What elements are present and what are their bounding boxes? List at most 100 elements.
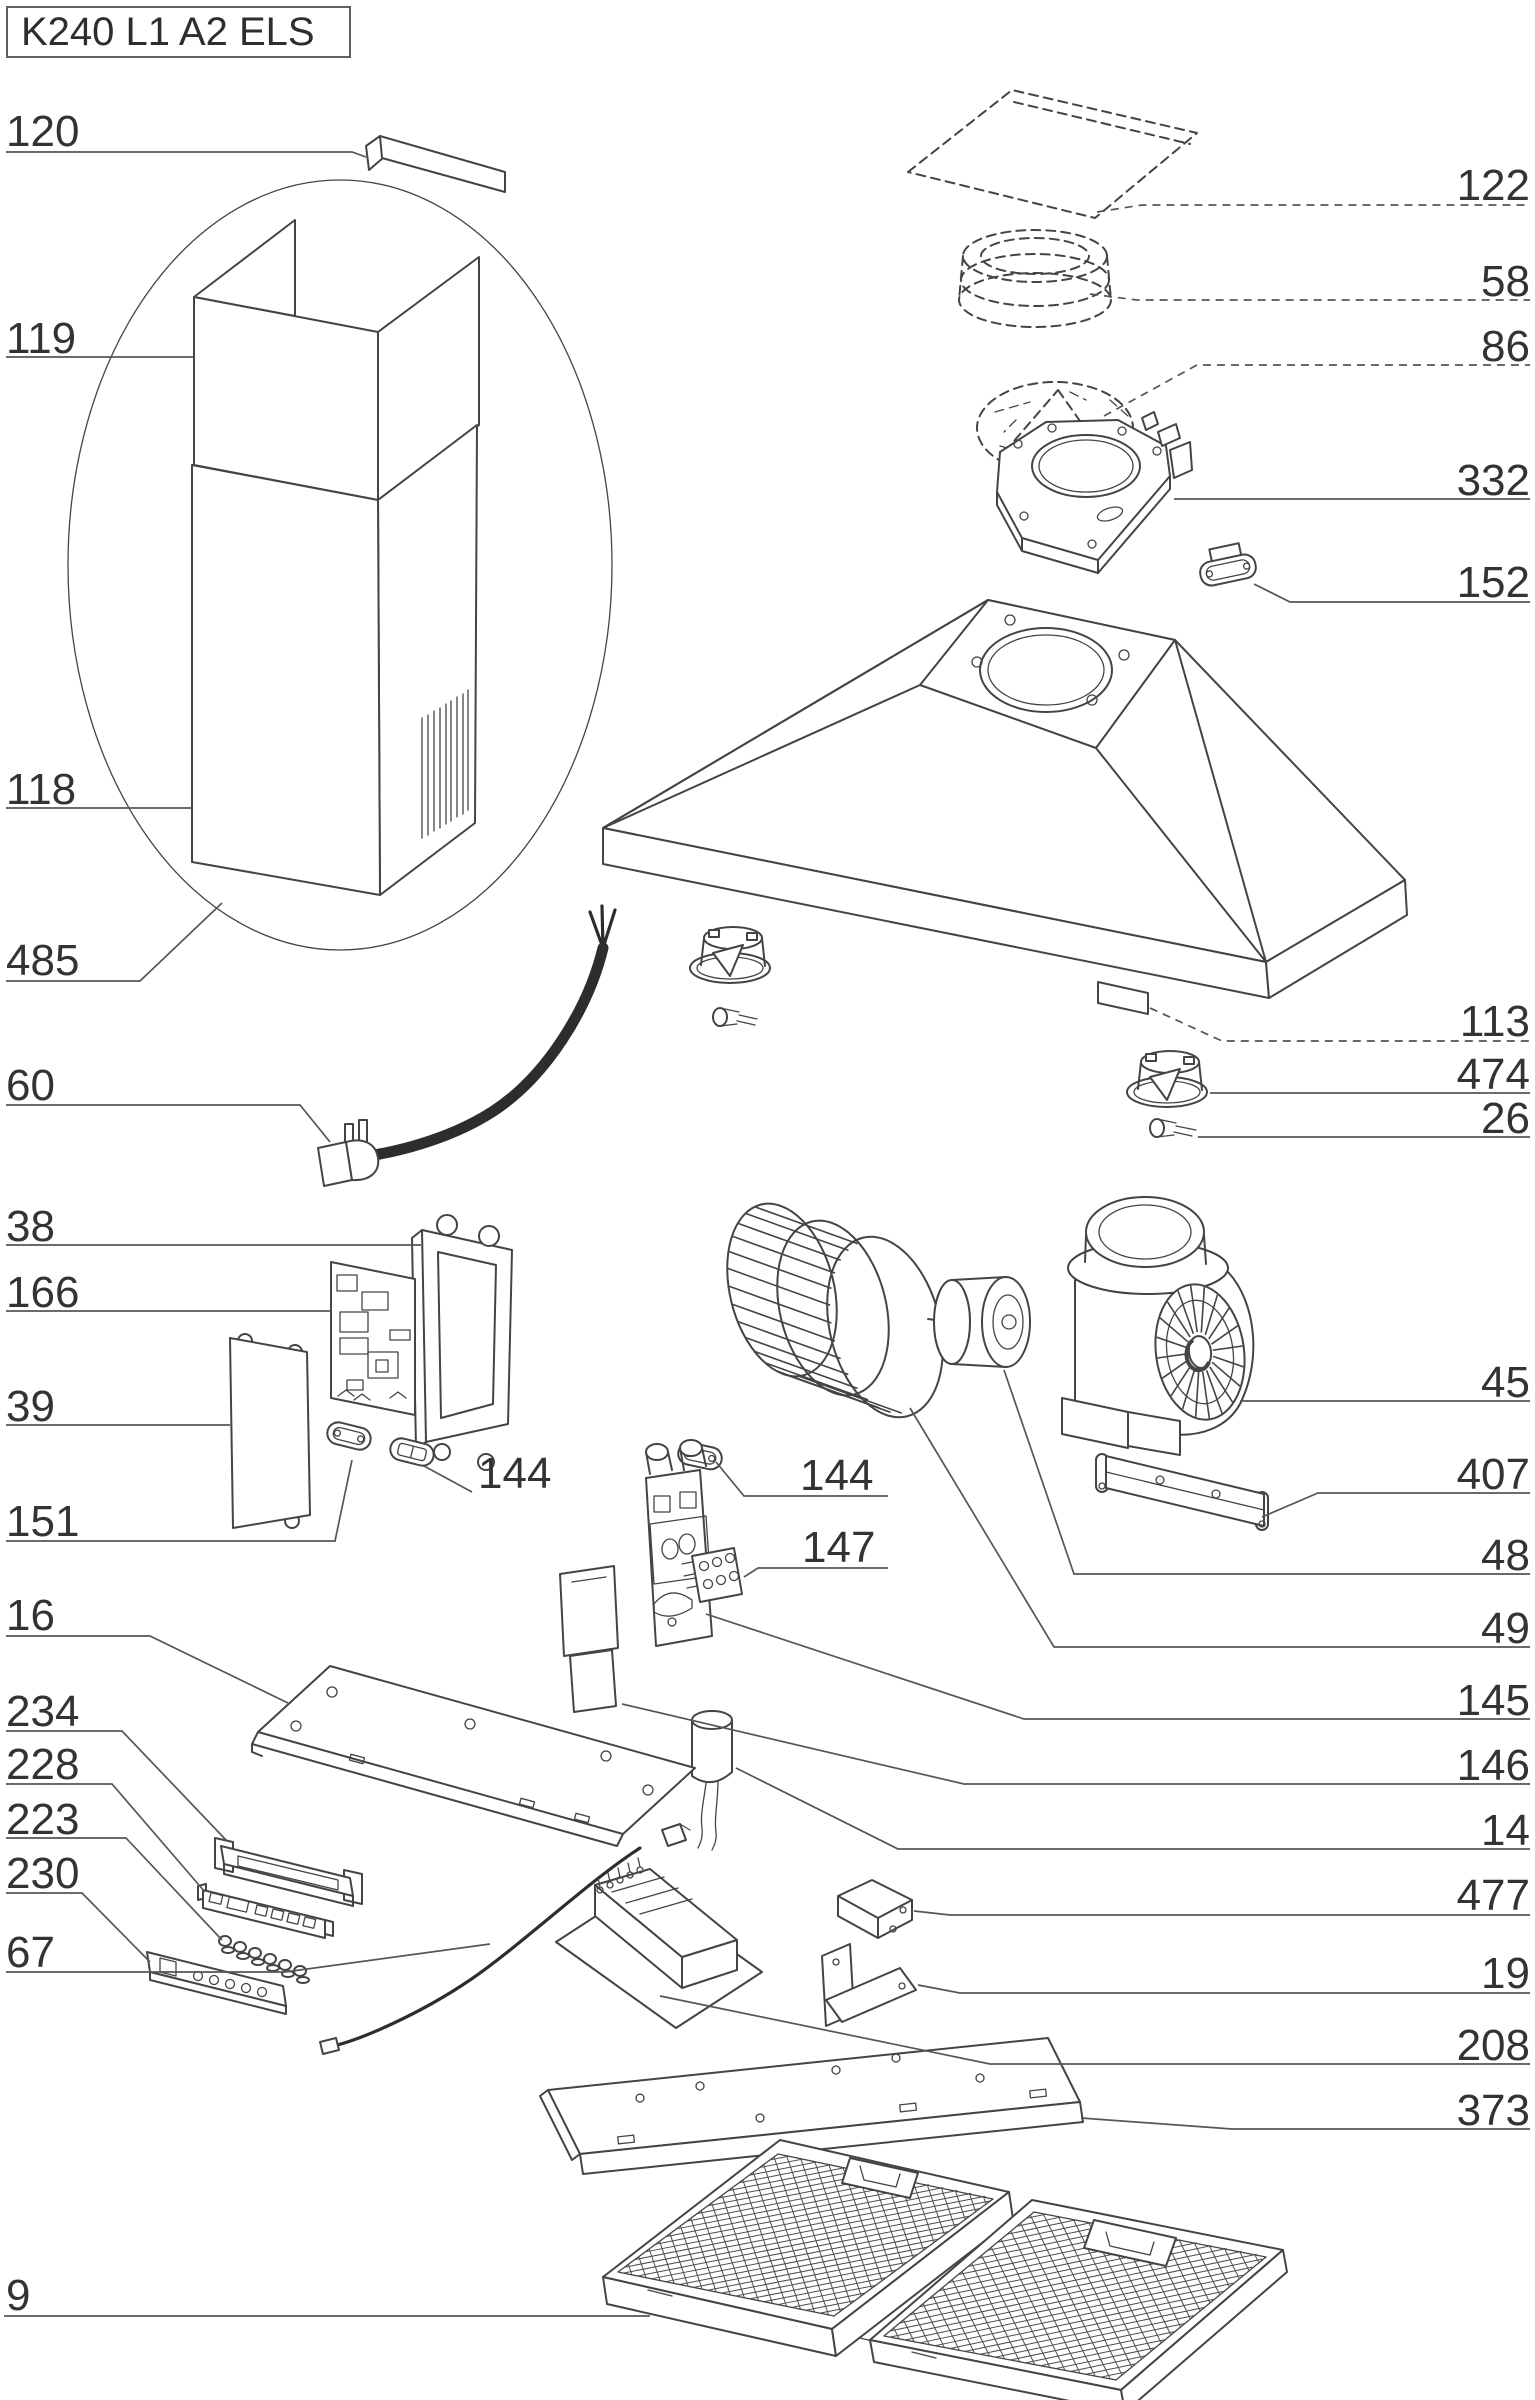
part-228-switch-strip-drawing [197, 1883, 334, 1939]
part-48-motor-drawing [927, 1276, 1031, 1368]
part-label-122: 122 [1457, 161, 1530, 210]
part-label-474: 474 [1457, 1050, 1530, 1099]
leader-line-67 [6, 1943, 491, 1973]
part-474-lamp-drawing [1126, 1050, 1208, 1108]
leader-line-60 [6, 1104, 331, 1143]
part-223-buttons-drawing [218, 1935, 310, 1984]
part-label-147: 147 [802, 1523, 875, 1572]
part-373-bottom-panel-drawing [539, 2037, 1084, 2175]
part-label-407: 407 [1457, 1450, 1530, 1499]
part-119-chimney-upper-drawing [193, 219, 480, 501]
leader-line-58 [1089, 293, 1530, 301]
part-118-chimney-lower-drawing [191, 424, 478, 896]
leader-line-230 [6, 1892, 151, 1963]
part-113-plate-drawing [1097, 981, 1149, 1015]
fan-spokes [1156, 1285, 1244, 1419]
part-label-145: 145 [1457, 1676, 1530, 1725]
leader-line-19 [917, 1984, 1530, 1994]
leader-line-49 [909, 1407, 1530, 1648]
grease-filter-2 [870, 2200, 1287, 2400]
part-16-support-plate-drawing [251, 1665, 696, 1847]
part-label-49: 49 [1481, 1604, 1530, 1653]
part-label-230: 230 [6, 1849, 79, 1898]
part-label-166: 166 [6, 1268, 79, 1317]
part-label-67: 67 [6, 1928, 55, 1977]
part-122-plate-drawing [907, 89, 1198, 219]
leader-line-151 [6, 1459, 353, 1542]
part-label-26: 26 [1481, 1094, 1530, 1143]
part-49-blower-wheel-drawing [726, 1202, 944, 1419]
leader-line-152 [1253, 583, 1530, 603]
leader-line-407 [1261, 1492, 1530, 1518]
part-label-14: 14 [1481, 1806, 1530, 1855]
part-label-373: 373 [1457, 2086, 1530, 2135]
part-477-cover-drawing [837, 1879, 913, 1939]
part-146-switch-support-drawing [559, 1565, 619, 1713]
part-151-spacer-drawing [326, 1421, 372, 1451]
leader-line-144b [715, 1461, 888, 1497]
leader-line-48 [1003, 1369, 1530, 1575]
part-144-spacer-a-drawing [389, 1437, 435, 1467]
part-label-151: 151 [6, 1497, 79, 1546]
part-label-223: 223 [6, 1795, 79, 1844]
part-label-234: 234 [6, 1687, 79, 1736]
part-label-120: 120 [6, 107, 79, 156]
part-407-mounting-bar-drawing [1095, 1453, 1269, 1531]
part-label-38: 38 [6, 1202, 55, 1251]
part-208-ballast-drawing [555, 1857, 763, 2029]
leader-line-223 [6, 1837, 223, 1941]
leader-line-14 [735, 1767, 1530, 1850]
part-label-228: 228 [6, 1740, 79, 1789]
part-label-477: 477 [1457, 1871, 1530, 1920]
detail-balloon [67, 179, 613, 951]
labels-layer: 1201191184856038166391511623422822323067… [4, 107, 1530, 2320]
part-label-152: 152 [1457, 558, 1530, 607]
part-label-144b: 144 [800, 1451, 873, 1500]
leader-line-477 [913, 1910, 1530, 1916]
part-332-ring-plate-drawing [996, 411, 1193, 574]
part-45-motor-housing-drawing [1061, 1196, 1255, 1456]
vent-slots [421, 689, 469, 839]
part-label-19: 19 [1481, 1949, 1530, 1998]
part-label-144a: 144 [478, 1449, 551, 1498]
part-26-bulb-drawing [1149, 1118, 1197, 1138]
leader-line-16 [6, 1635, 289, 1704]
part-67-control-cable-drawing [319, 1823, 691, 2055]
part-label-208: 208 [1457, 2021, 1530, 2070]
part-hood-body-drawing [602, 599, 1408, 1015]
leader-line-144a [423, 1465, 473, 1493]
part-label-118: 118 [6, 765, 76, 814]
part-152-bracket-drawing [1199, 542, 1257, 587]
part-166-pcb-drawing [330, 1261, 416, 1416]
leader-line-234 [6, 1730, 227, 1841]
part-9-grease-filters-drawing [603, 2140, 1287, 2400]
part-label-39: 39 [6, 1382, 55, 1431]
part-label-45: 45 [1481, 1358, 1530, 1407]
part-230-front-panel-drawing [146, 1951, 287, 2015]
part-38-box-drawing [411, 1214, 513, 1471]
plug-drawing [317, 1119, 380, 1187]
leader-line-146 [621, 1703, 1530, 1785]
leader-line-120 [6, 151, 367, 158]
lamp-assembly-left-drawing [689, 926, 771, 1027]
leader-line-147 [743, 1567, 888, 1578]
bulb-left-drawing [712, 1007, 758, 1027]
leader-line-145 [705, 1613, 1530, 1720]
part-label-48: 48 [1481, 1531, 1530, 1580]
part-label-485: 485 [6, 936, 79, 985]
leader-line-208 [659, 1995, 1530, 2065]
part-234-switch-frame-drawing [214, 1837, 363, 1907]
part-145-switch-unit-drawing [645, 1439, 713, 1647]
model-number: K240 L1 A2 ELS [21, 9, 315, 54]
part-label-16: 16 [6, 1591, 55, 1640]
part-label-58: 58 [1481, 257, 1530, 306]
part-label-113: 113 [1460, 997, 1530, 1046]
leader-line-122 [1096, 204, 1530, 213]
part-label-86: 86 [1481, 322, 1530, 371]
part-label-332: 332 [1457, 456, 1530, 505]
part-14-capacitor-drawing [691, 1710, 733, 1851]
leader-line-228 [6, 1783, 206, 1893]
part-120-strip-drawing [365, 135, 506, 193]
drawing-title: K240 L1 A2 ELS [6, 6, 351, 58]
